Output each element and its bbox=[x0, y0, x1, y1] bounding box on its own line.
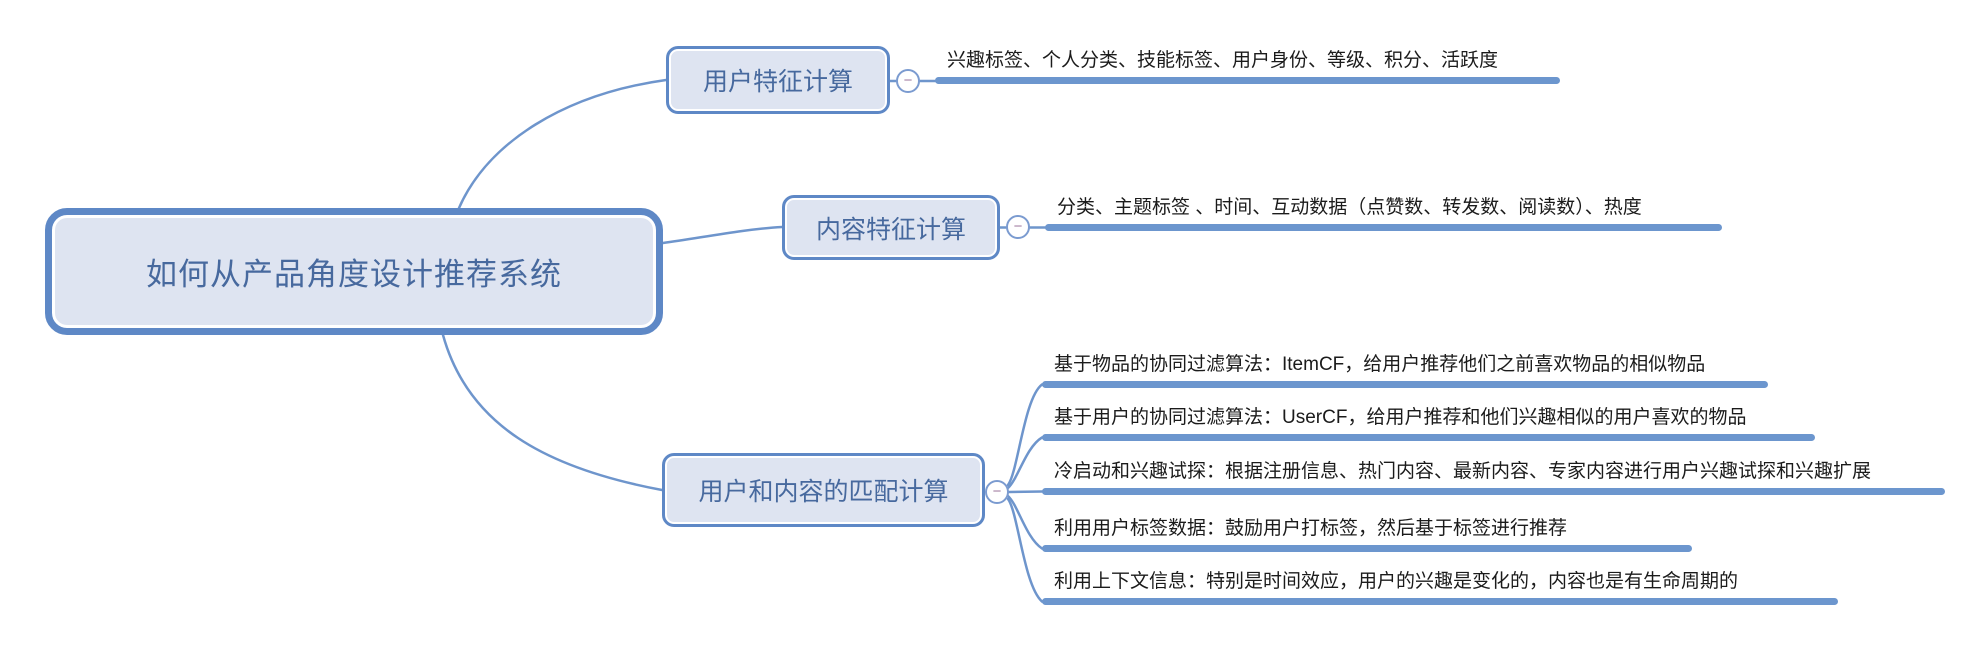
leaf-node[interactable]: 兴趣标签、个人分类、技能标签、用户身份、等级、积分、活跃度 bbox=[935, 40, 1560, 84]
collapse-toggle-branch-3[interactable]: − bbox=[985, 480, 1009, 504]
leaf-node-label: 冷启动和兴趣试探：根据注册信息、热门内容、最新内容、专家内容进行用户兴趣试探和兴… bbox=[1054, 461, 1872, 482]
connector-branch-3-to-leaf-1 bbox=[1006, 383, 1044, 487]
leaf-underline bbox=[1042, 488, 1945, 495]
leaf-node-label: 基于用户的协同过滤算法：UserCF，给用户推荐和他们兴趣相似的用户喜欢的物品 bbox=[1054, 407, 1747, 428]
connector-branch-3-to-leaf-5 bbox=[1006, 497, 1044, 603]
connector-root-to-branch-3 bbox=[441, 333, 664, 492]
connector-root-to-branch-2 bbox=[661, 225, 784, 245]
leaf-underline bbox=[1045, 224, 1722, 231]
connector-root-to-branch-1 bbox=[457, 78, 668, 210]
leaf-underline bbox=[1042, 434, 1815, 441]
branch-node-content-features[interactable]: 内容特征计算 bbox=[782, 195, 1000, 260]
leaf-underline bbox=[1042, 381, 1768, 388]
leaf-node-label: 兴趣标签、个人分类、技能标签、用户身份、等级、积分、活跃度 bbox=[947, 50, 1499, 71]
minus-icon: − bbox=[1013, 217, 1023, 235]
branch-node-label: 内容特征计算 bbox=[815, 215, 966, 244]
root-node-label: 如何从产品角度设计推荐系统 bbox=[146, 257, 562, 292]
branch-node-user-features[interactable]: 用户特征计算 bbox=[666, 46, 890, 114]
branch-node-label: 用户和内容的匹配计算 bbox=[698, 478, 949, 506]
leaf-node[interactable]: 冷启动和兴趣试探：根据注册信息、热门内容、最新内容、专家内容进行用户兴趣试探和兴… bbox=[1042, 451, 1945, 495]
leaf-node[interactable]: 分类、主题标签 、时间、互动数据（点赞数、转发数、阅读数）、热度 bbox=[1045, 187, 1722, 231]
connector-branch-3-to-leaf-4 bbox=[1006, 494, 1044, 550]
connector-branch-3-to-leaf-3 bbox=[1007, 490, 1044, 494]
leaf-node-label: 利用用户标签数据：鼓励用户打标签，然后基于标签进行推荐 bbox=[1054, 518, 1568, 539]
leaf-underline bbox=[935, 77, 1560, 84]
leaf-node[interactable]: 利用用户标签数据：鼓励用户打标签，然后基于标签进行推荐 bbox=[1042, 508, 1692, 552]
leaf-node[interactable]: 基于用户的协同过滤算法：UserCF，给用户推荐和他们兴趣相似的用户喜欢的物品 bbox=[1042, 397, 1815, 441]
branch-node-matching[interactable]: 用户和内容的匹配计算 bbox=[662, 453, 985, 527]
leaf-node[interactable]: 利用上下文信息：特别是时间效应，用户的兴趣是变化的，内容也是有生命周期的 bbox=[1042, 561, 1838, 605]
minus-icon: − bbox=[992, 482, 1002, 500]
leaf-node-label: 基于物品的协同过滤算法：ItemCF，给用户推荐他们之前喜欢物品的相似物品 bbox=[1054, 354, 1706, 375]
connector-branch-3-to-leaf-2 bbox=[1006, 436, 1044, 490]
branch-node-label: 用户特征计算 bbox=[702, 68, 853, 96]
minus-icon: − bbox=[903, 71, 913, 89]
leaf-underline bbox=[1042, 545, 1692, 552]
collapse-toggle-branch-1[interactable]: − bbox=[896, 69, 920, 93]
leaf-underline bbox=[1042, 598, 1838, 605]
collapse-toggle-branch-2[interactable]: − bbox=[1006, 215, 1030, 239]
leaf-node-label: 分类、主题标签 、时间、互动数据（点赞数、转发数、阅读数）、热度 bbox=[1057, 197, 1642, 218]
leaf-node-label: 利用上下文信息：特别是时间效应，用户的兴趣是变化的，内容也是有生命周期的 bbox=[1054, 571, 1739, 592]
root-node[interactable]: 如何从产品角度设计推荐系统 bbox=[45, 208, 663, 335]
leaf-node[interactable]: 基于物品的协同过滤算法：ItemCF，给用户推荐他们之前喜欢物品的相似物品 bbox=[1042, 344, 1768, 388]
